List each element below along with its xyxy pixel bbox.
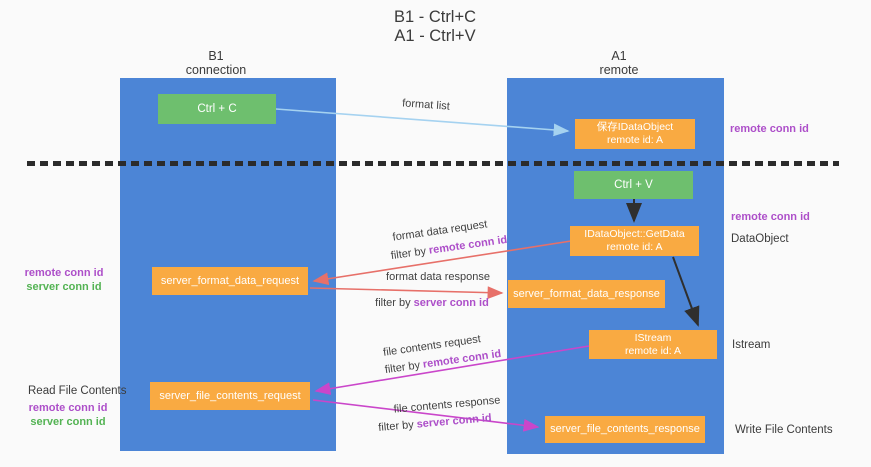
node-idataobject-getdata: IDataObject::GetData remote id: A — [570, 226, 699, 256]
remote-conn-id-annotation-left: remote conn id — [24, 267, 104, 279]
lane-b1-title: B1 — [208, 49, 224, 63]
dataobject-annotation: DataObject — [731, 233, 789, 245]
istream-annotation: Istream — [732, 339, 771, 351]
remote-conn-id-annotation-left-bottom: remote conn id — [28, 402, 108, 414]
read-file-contents-annotation: Read File Contents — [28, 385, 127, 397]
filter-by-text: filter by — [384, 359, 421, 377]
lane-a1-title: A1 — [611, 49, 627, 63]
format-response-arrow — [309, 286, 504, 300]
getdata-line2: remote id: A — [606, 241, 663, 253]
server-conn-id-annotation-left: server conn id — [26, 281, 102, 293]
server-conn-id-text: server conn id — [416, 412, 493, 431]
server-format-data-response-label: server_format_data_response — [513, 287, 660, 300]
getdata-line1: IDataObject::GetData — [584, 228, 685, 240]
lane-header-a1: A1 remote — [559, 49, 679, 77]
write-file-contents-annotation: Write File Contents — [735, 424, 833, 436]
node-ctrl-v: Ctrl + V — [574, 171, 693, 199]
server-file-contents-request-label: server_file_contents_request — [159, 389, 301, 402]
ctrl-c-label: Ctrl + C — [197, 102, 237, 115]
remote-conn-id-annotation-mid: remote conn id — [731, 211, 810, 223]
filter-by-text: filter by — [375, 297, 411, 309]
lane-b1-subtitle: connection — [185, 62, 247, 77]
server-conn-id-annotation-left-bottom: server conn id — [30, 416, 106, 428]
title-line-2: A1 - Ctrl+V — [394, 27, 476, 45]
lane-header-b1: B1 connection — [156, 49, 276, 77]
node-server-file-contents-request: server_file_contents_request — [150, 382, 310, 410]
istream-line2: remote id: A — [624, 344, 682, 357]
remote-conn-id-annotation-top: remote conn id — [730, 123, 809, 135]
format-data-response-flow-label: format data response — [386, 271, 490, 283]
format-list-flow-label: format list — [401, 97, 451, 113]
filter-by-text: filter by — [390, 245, 427, 263]
remote-conn-id-text: remote conn id — [428, 233, 508, 257]
diagram-title: B1 - Ctrl+C A1 - Ctrl+V — [300, 8, 570, 46]
istream-line1: IStream — [634, 331, 672, 344]
node-save-idataobject: 保存IDataObject remote id: A — [575, 119, 695, 149]
phase-separator-dashed-line — [27, 161, 839, 166]
filter-by-text: filter by — [377, 418, 415, 434]
node-ctrl-c: Ctrl + C — [158, 94, 276, 124]
server-file-contents-response-label: server_file_contents_response — [550, 423, 700, 435]
node-server-file-contents-response: server_file_contents_response — [545, 416, 705, 443]
ctrl-v-label: Ctrl + V — [614, 178, 653, 191]
node-server-format-data-response: server_format_data_response — [508, 280, 665, 308]
save-idataobject-line2: remote id: A — [606, 134, 664, 146]
server-conn-id-text: server conn id — [413, 297, 489, 309]
lane-a1-subtitle: remote — [599, 62, 639, 77]
format-conn-id-stack: remote conn id server conn id — [16, 266, 112, 294]
file-conn-id-stack: remote conn id server conn id — [20, 401, 116, 429]
save-idataobject-line1: 保存IDataObject — [596, 121, 674, 133]
server-format-data-request-label: server_format_data_request — [160, 274, 300, 287]
node-istream: IStream remote id: A — [589, 330, 717, 359]
title-line-1: B1 - Ctrl+C — [393, 8, 477, 26]
node-server-format-data-request: server_format_data_request — [152, 267, 308, 295]
